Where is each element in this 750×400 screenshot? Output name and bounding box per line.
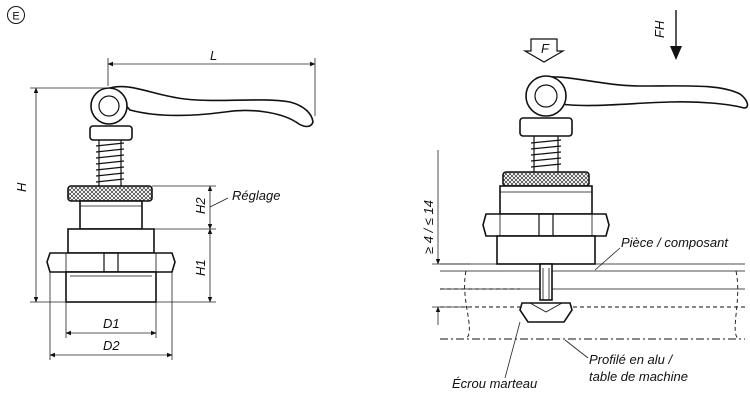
left-lever-arm <box>108 85 314 128</box>
dim-H2: H2 <box>193 197 208 214</box>
left-dimensions <box>30 58 316 360</box>
left-knurled-nut <box>67 185 153 202</box>
dim-H: H <box>14 182 29 192</box>
dim-D1: D1 <box>103 316 120 331</box>
dim-thickness: ≥ 4 / ≤ 14 <box>421 200 436 254</box>
dim-H1: H1 <box>193 259 208 276</box>
right-bolt <box>539 263 553 301</box>
dim-L: L <box>210 48 217 63</box>
right-body-upper <box>499 185 593 215</box>
edition-mark: E <box>7 6 25 24</box>
force-FH-label: FH <box>652 20 667 38</box>
left-body-mid <box>67 228 155 254</box>
label-adjust: Réglage <box>232 188 280 203</box>
right-collar <box>519 117 573 137</box>
left-spring <box>95 140 125 186</box>
left-cam <box>90 87 128 125</box>
force-F-arrow <box>522 38 566 63</box>
left-labels: L H H2 H1 D1 D2 Réglage <box>14 48 280 353</box>
right-hammer-nut <box>519 302 573 323</box>
left-collar <box>89 125 133 141</box>
right-spring <box>530 136 562 172</box>
dim-D2: D2 <box>103 338 120 353</box>
right-hex-nut <box>482 213 610 237</box>
force-F-label: F <box>541 41 550 56</box>
force-arrows <box>522 10 682 63</box>
right-body-lower <box>496 235 596 265</box>
edition-mark-letter: E <box>12 11 19 23</box>
label-profile-line2: table de machine <box>589 369 688 384</box>
left-body-upper <box>79 200 143 230</box>
right-knurled-nut <box>502 171 590 187</box>
right-cam <box>525 75 567 117</box>
label-workpiece: Pièce / composant <box>621 235 729 250</box>
label-nut: Écrou marteau <box>452 376 537 391</box>
left-clamp-drawing <box>46 85 314 303</box>
right-table <box>440 263 745 340</box>
right-lever-arm <box>538 76 749 109</box>
right-labels: F FH ≥ 4 / ≤ 14 Pièce / composant Profil… <box>421 20 729 391</box>
right-cam-bore <box>534 84 558 108</box>
left-thread <box>65 271 157 303</box>
label-profile-line1: Profilé en alu / <box>589 352 673 367</box>
right-clamp-drawing <box>482 75 749 323</box>
right-dimensions <box>432 150 621 379</box>
left-cam-bore <box>98 95 120 117</box>
